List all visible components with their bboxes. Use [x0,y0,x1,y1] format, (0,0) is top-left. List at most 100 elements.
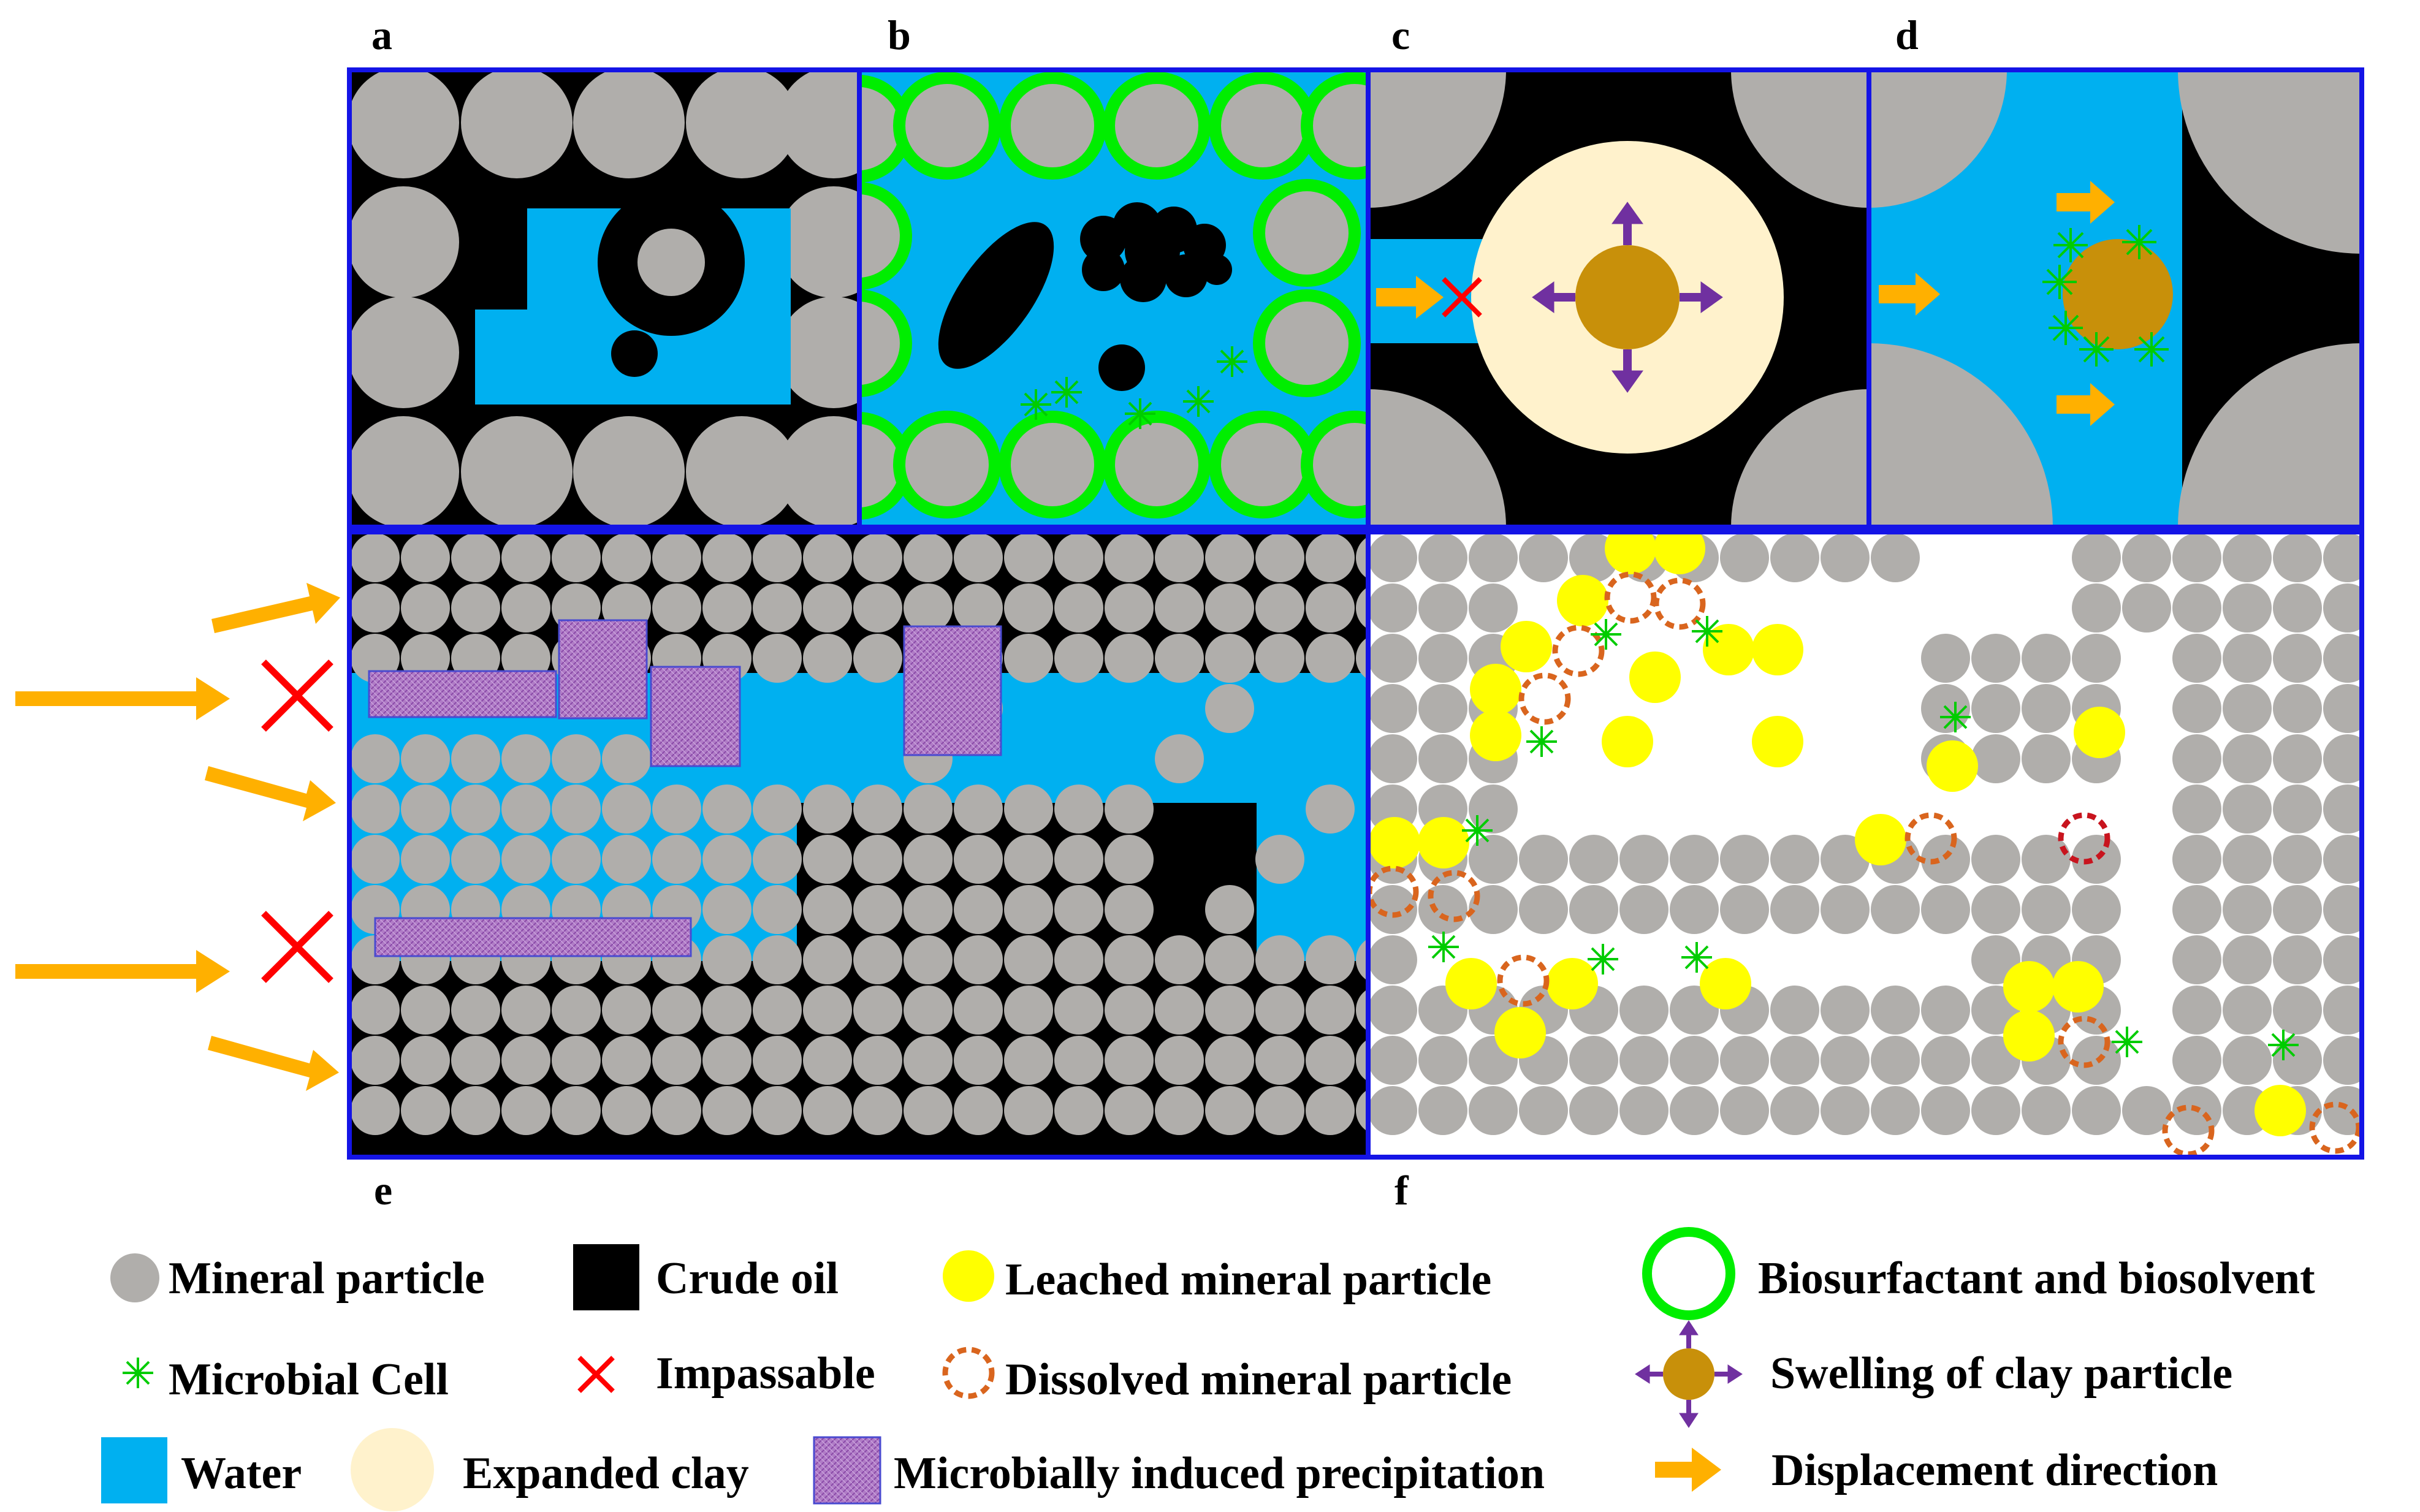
panel-f-mineral-particle [2072,533,2121,582]
panel-e-mineral-particle [954,835,1003,884]
panel-e-mineral-particle [954,986,1003,1035]
panel-e-mineral-particle [1155,1036,1204,1085]
panel-e-mineral-particle [904,1086,953,1135]
panel-e-mineral-particle [552,734,601,783]
panel-e-mineral-particle [904,986,953,1035]
panel-e-mineral-particle [1004,634,1053,683]
legend-precipitation-swatch [813,1436,881,1505]
panel-e-mineral-particle [552,1086,601,1135]
panel-e-mineral-particle [1004,583,1053,633]
panel-e-mineral-particle [1054,885,1103,934]
panel-e-mineral-particle [803,1086,852,1135]
panel-f-mineral-particle [1670,1086,1719,1135]
panel-f-mineral-particle [2172,684,2221,733]
panel-e-mineral-particle [602,1086,651,1135]
panel-e-mineral-particle [1255,583,1304,633]
panel-f-mineral-particle [1469,784,1518,834]
panel-f-mineral-particle [1971,1086,2020,1135]
panel-e-mineral-particle [1105,583,1154,633]
panel-f-mineral-particle [1821,533,1870,582]
panel-f-mineral-particle [1921,634,1970,683]
panel-e-mineral-particle [954,1086,1003,1135]
panel-e-mineral-particle [451,835,500,884]
panel-e-mineral-particle [1004,1086,1053,1135]
panel-e-mineral-particle [1054,835,1103,884]
panel-b-coated-particles [859,72,1368,520]
panel-f-mineral-particle [2022,885,2071,934]
panel-e-mineral-particle [853,986,902,1035]
panel-e-mineral-particle [1255,1086,1304,1135]
panel-e-mineral-particle [1205,1036,1254,1085]
panel-f-mineral-particle [1469,533,1518,582]
panel-e-mineral-particle [1105,835,1154,884]
panel-f-mineral-particle [1368,1086,1417,1135]
panel-e-mineral-particle [753,986,802,1035]
panel-b-oil-cloud [1080,202,1232,302]
panel-e-mineral-particle [602,784,651,834]
panel-e-mineral-particle [853,784,902,834]
legend-leached-particle-swatch [943,1250,994,1302]
panel-f-mineral-particle [1971,835,2020,884]
panel-e-mineral-particle [702,835,751,884]
panel-e-mineral-particle [803,986,852,1035]
panel-e-mineral-particle [602,734,651,783]
panel-e-mineral-particle [803,935,852,984]
panel-e-mineral-particle [954,583,1003,633]
panel-f-mineral-particle [1569,835,1618,884]
panel-e-mineral-particle [954,885,1003,934]
panel-e-mineral-particle [1105,784,1154,834]
panel-e-mineral-particle [853,885,902,934]
panel-f-mineral-particle [1720,533,1769,582]
panel-f-mineral-particle [1720,885,1769,934]
panel-f-mineral-particle [1971,734,2020,783]
panel-f-mineral-particle [1418,684,1467,733]
panel-e-mineral-particle [702,885,751,934]
legend-biosurfactant-swatch [1642,1227,1735,1320]
panel-f-mineral-particle [1821,885,1870,934]
panel-f-mineral-particle [1921,1036,1970,1085]
panel-f-mineral-particle [2223,734,2272,783]
legend-leached-particle-label: Leached mineral particle [1005,1255,1491,1305]
panel-e-mineral-particle [753,1086,802,1135]
panel-e-mineral-particle [1155,1086,1204,1135]
legend-swelling-clay-swatch [1635,1320,1743,1428]
panel-e-mineral-particle [1004,533,1053,582]
panel-f-mineral-particle [2223,835,2272,884]
panel-e-mineral-particle [1004,986,1053,1035]
panel-e-mineral-particle [954,1036,1003,1085]
panel-label-a: a [371,12,392,58]
panel-e-mineral-particle [602,1036,651,1085]
panel-c [1368,70,1869,527]
panel-e-mineral-particles [351,533,1368,1135]
panel-e-mineral-particle [451,583,500,633]
panel-f-mineral-particle [1770,885,1819,934]
panel-e-mineral-particle [853,634,902,683]
impassable-icons [261,659,333,983]
panel-e-mineral-particle [1155,935,1204,984]
panel-e-mineral-particle [1155,533,1204,582]
panel-f-mineral-particle [1921,1086,1970,1135]
panel-f-mineral-particle [1720,1036,1769,1085]
panel-f-mineral-particle [2323,583,2362,633]
panel-e-mineral-particle [401,734,450,783]
panel-f-mineral-particle [1770,533,1819,582]
panel-f-mineral-particle [1871,1036,1920,1085]
panel-e-mineral-particle [1105,634,1154,683]
panel-e-mineral-particle [1105,935,1154,984]
panel-e-mineral-particle [451,734,500,783]
panel-e-mineral-particle [1004,835,1053,884]
panel-e-mineral-particle [401,1086,450,1135]
panel-f-mineral-particle [2223,1036,2272,1085]
panel-e-mineral-particle [1306,1036,1355,1085]
panel-f-mineral-particle [2172,935,2221,984]
panel-f-mineral-particle [2022,634,2071,683]
panel-e-mineral-particle [1004,885,1053,934]
legend: Mineral particle Crude oil Leached miner… [101,1227,2315,1511]
panel-f-mineral-particle [2172,734,2221,783]
panel-f-mineral-particle [1368,1036,1417,1085]
panel-f-mineral-particle [2323,1036,2362,1085]
panel-f-mineral-particle [2323,533,2362,582]
panel-e-mineral-particle [853,583,902,633]
panel-f-mineral-particle [2223,634,2272,683]
panel-f-mineral-particle [2022,684,2071,733]
